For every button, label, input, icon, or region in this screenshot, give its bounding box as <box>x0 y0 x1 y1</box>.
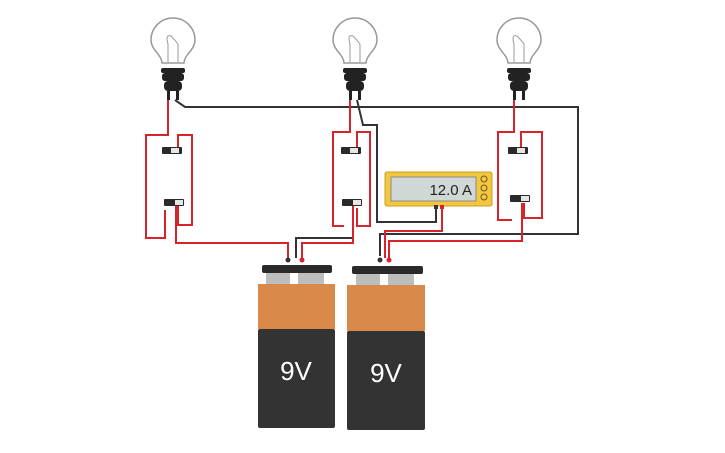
red-wire-right-to-battery[interactable] <box>388 203 523 258</box>
red-wire-center-right-side[interactable] <box>356 131 371 227</box>
battery-cap <box>262 265 332 273</box>
multimeter-screen <box>390 176 477 202</box>
black-wire-top-rail[interactable] <box>174 99 579 256</box>
bulb-socket <box>507 68 531 100</box>
red-wire-left-loop[interactable] <box>145 100 169 239</box>
bulb-socket <box>343 68 367 100</box>
switches <box>162 147 530 206</box>
battery-terminal <box>356 274 380 285</box>
bulb-center[interactable] <box>332 17 378 100</box>
meter-probe-terminal[interactable] <box>434 205 438 209</box>
black-wires <box>174 99 579 258</box>
bulb-right[interactable] <box>496 17 542 100</box>
black-wire-battery-link[interactable] <box>295 237 352 258</box>
battery-cap <box>352 266 423 274</box>
multimeter[interactable]: 12.0 A <box>384 171 493 209</box>
red-wires <box>145 100 543 258</box>
battery-terminal-neg[interactable] <box>285 257 291 263</box>
battery-terminal-neg[interactable] <box>377 257 383 263</box>
red-wire-left-right-side[interactable] <box>177 134 193 226</box>
battery-terminal <box>388 274 414 285</box>
switch-right-bottom[interactable] <box>510 195 530 202</box>
bulb-glass <box>332 17 378 64</box>
black-wire-center-to-meter[interactable] <box>356 99 437 223</box>
battery-left[interactable]: 9V <box>258 257 335 429</box>
battery-label: 9V <box>280 356 312 386</box>
meter-probe-terminal[interactable] <box>440 205 444 209</box>
bulb-glass <box>496 17 542 64</box>
red-wire-right-loop[interactable] <box>497 100 515 221</box>
red-wire-left-to-battery[interactable] <box>175 206 289 258</box>
battery-body <box>347 331 425 430</box>
battery-terminal <box>266 273 290 284</box>
red-wire-center-loop[interactable] <box>332 100 351 227</box>
switch-center-top[interactable] <box>341 147 361 154</box>
switch-right-top[interactable] <box>508 147 528 154</box>
meter-mode-dial-icon[interactable] <box>480 193 488 201</box>
red-wire-center-to-battery[interactable] <box>301 206 354 258</box>
battery-body <box>258 329 335 428</box>
battery-top-band <box>258 284 335 329</box>
battery-right[interactable]: 9V <box>347 257 425 431</box>
meter-mode-dial-icon[interactable] <box>480 184 488 192</box>
red-wire-right-right-side[interactable] <box>520 131 543 219</box>
multimeter-reading: 12.0 A <box>429 182 472 199</box>
battery-terminal-pos[interactable] <box>386 257 392 263</box>
battery-top-band <box>347 285 425 331</box>
bulb-left[interactable] <box>150 17 196 100</box>
battery-terminal-pos[interactable] <box>299 257 305 263</box>
red-wire-meter-to-battery[interactable] <box>384 208 443 258</box>
bulb-socket <box>161 68 185 100</box>
battery-terminal <box>298 273 324 284</box>
switch-left-bottom[interactable] <box>164 199 184 206</box>
bulb-glass <box>150 17 196 64</box>
switch-center-bottom[interactable] <box>342 199 362 206</box>
battery-label: 9V <box>370 358 402 388</box>
switch-left-top[interactable] <box>162 147 182 154</box>
meter-mode-dial-icon[interactable] <box>480 175 488 183</box>
